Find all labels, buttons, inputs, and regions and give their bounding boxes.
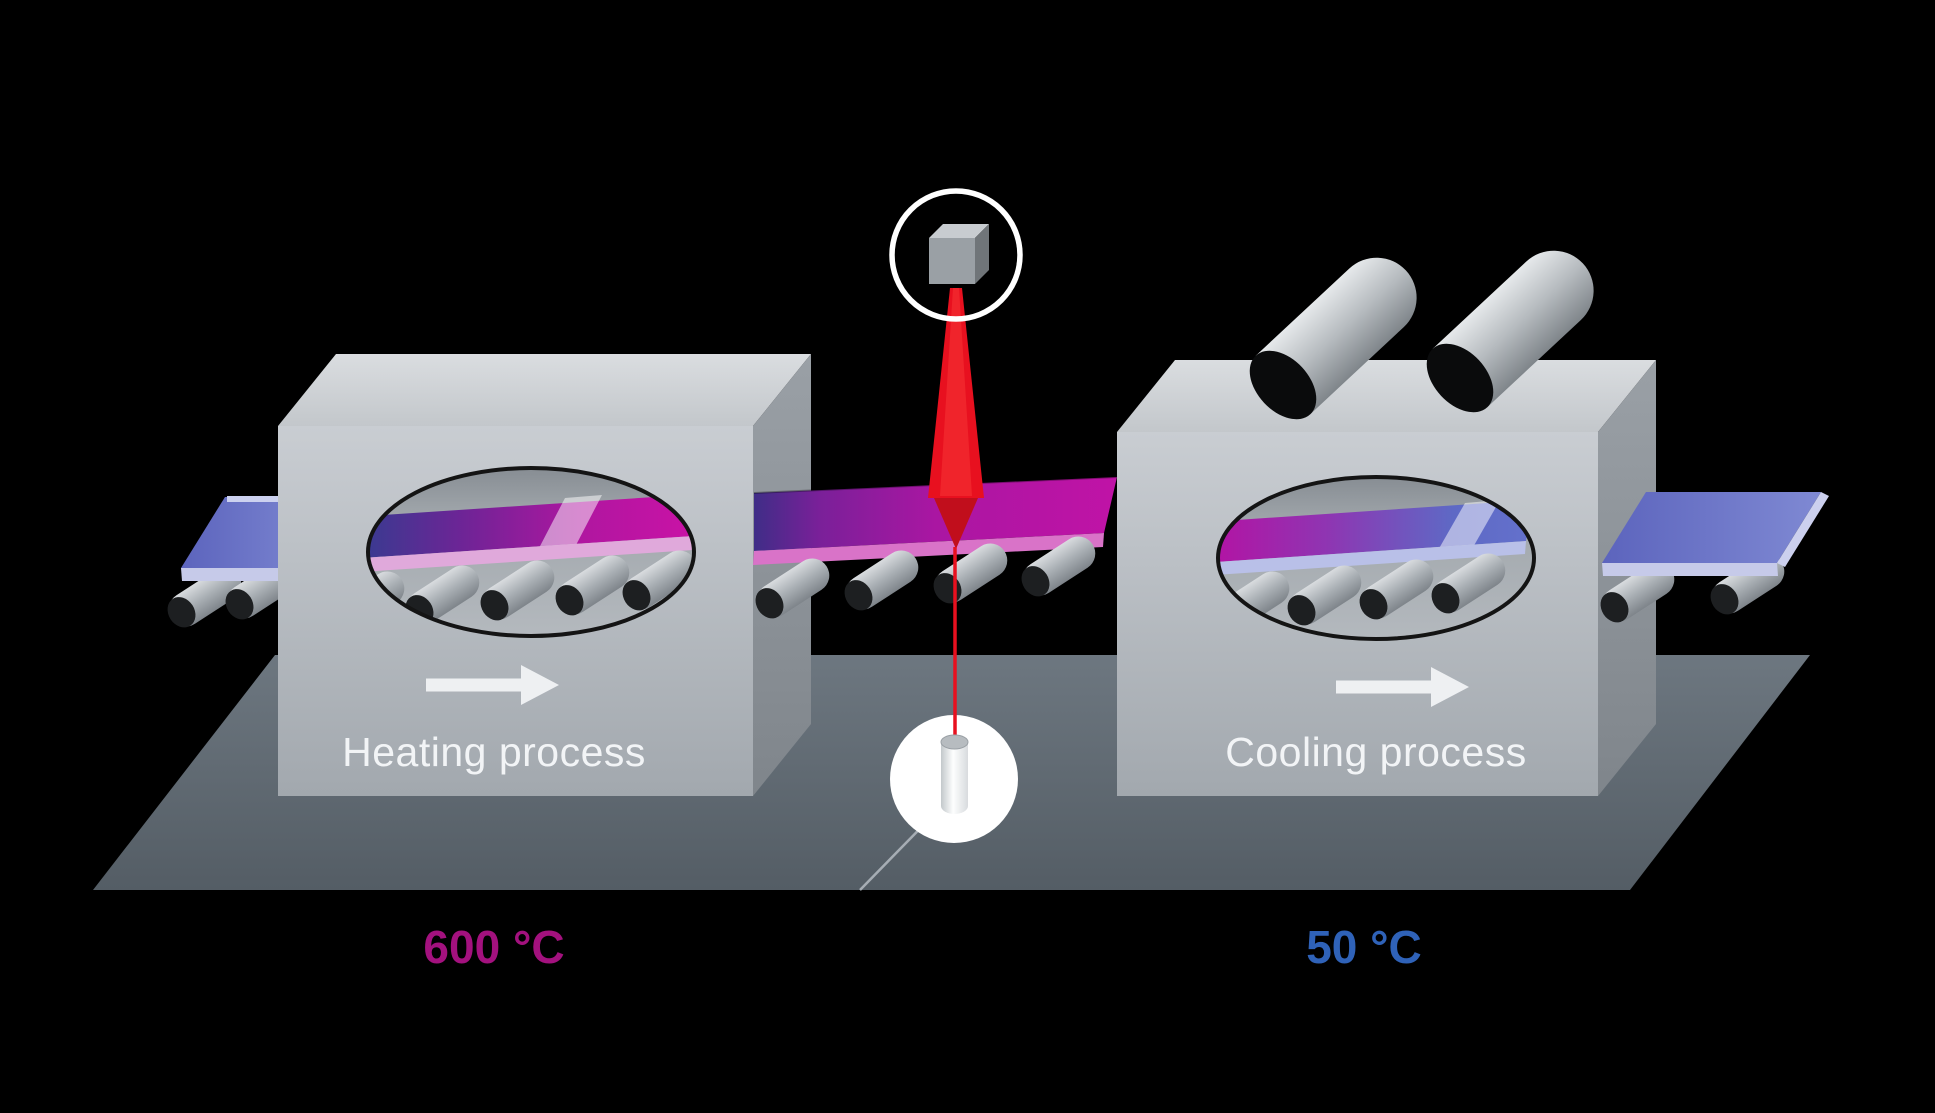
- cube-side-face: [975, 224, 989, 284]
- cooling-oven-opening-outline: [1216, 475, 1536, 641]
- cooling-oven-opening: [1218, 477, 1534, 639]
- cube-top-face: [929, 224, 989, 238]
- cube-front-face: [929, 238, 975, 284]
- glass-highlight: [538, 495, 602, 550]
- heating-machine: [278, 354, 811, 796]
- exit-conveyor-front-edge: [1602, 563, 1778, 576]
- laser-impact: [934, 498, 978, 549]
- exit-conveyor-side-edge: [1777, 492, 1829, 567]
- heating-oven-opening: [368, 468, 694, 636]
- heating-machine-top: [278, 354, 811, 426]
- heating-process-label: Heating process: [342, 729, 646, 775]
- laser-beam: [928, 288, 984, 498]
- entry-conveyor-front-edge: [181, 568, 288, 581]
- exit-conveyor-belt: [1602, 492, 1821, 563]
- glass-front-edge: [753, 533, 1104, 565]
- laser-emitter-cube: [929, 224, 989, 284]
- glass-front-edge: [1218, 541, 1526, 575]
- cooling-machine: [1117, 234, 1656, 796]
- glass-sheet-middle: [754, 477, 1117, 551]
- heating-temperature-label: 600 °C: [423, 921, 565, 973]
- exit-conveyor: [1594, 492, 1829, 629]
- glass-sheet-cooling: [1218, 500, 1532, 562]
- cooling-temperature-label: 50 °C: [1306, 921, 1422, 973]
- cylinder-body: [941, 742, 968, 814]
- glass-sheet-heating: [368, 494, 694, 558]
- heating-oven-opening-outline: [366, 466, 696, 638]
- cooling-machine-side: [1598, 360, 1656, 796]
- cooling-machine-top: [1117, 360, 1656, 432]
- detector-cylinder: [940, 734, 969, 814]
- cooling-process-label: Cooling process: [1225, 729, 1527, 775]
- laser-beam-core: [940, 288, 972, 496]
- cylinder-top: [940, 734, 969, 750]
- glass-highlight: [1437, 500, 1500, 552]
- glass-front-edge: [368, 536, 694, 572]
- laser-sensor-ring: [889, 188, 1023, 322]
- laser-measurement-system: [889, 188, 1023, 843]
